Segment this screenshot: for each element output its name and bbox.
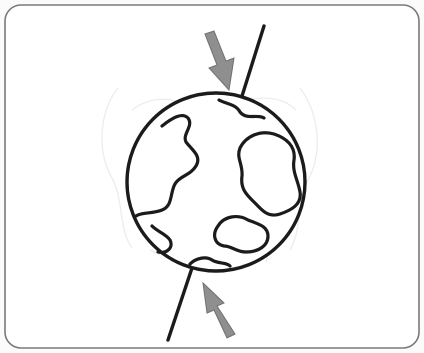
globe-outline — [127, 93, 305, 271]
